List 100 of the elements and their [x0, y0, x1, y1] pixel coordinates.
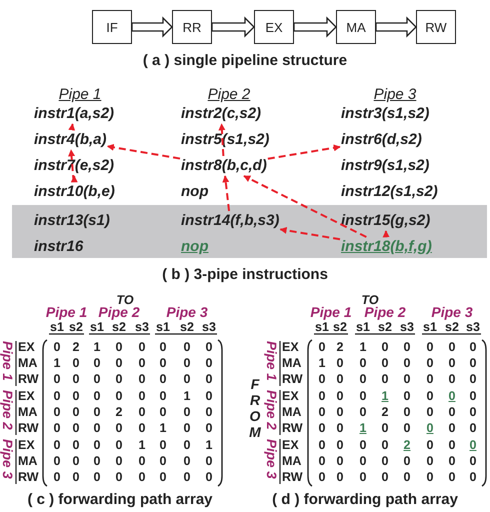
- column-label: s2: [333, 320, 347, 334]
- stage-box: MA: [336, 10, 376, 44]
- caption: ( a ) single pipeline structure: [142, 52, 348, 69]
- axis-title: TO: [361, 293, 379, 307]
- dashed-arrow: [106, 144, 180, 160]
- matrix-value: 0: [336, 372, 344, 386]
- matrix-value: 0: [184, 340, 190, 354]
- matrix-value: 0: [206, 470, 212, 484]
- matrix-value: 0: [160, 454, 166, 468]
- matrix-value: 0: [184, 438, 190, 452]
- pipe-heading: Pipe 2: [98, 305, 140, 319]
- matrix-value: 0: [360, 405, 366, 419]
- matrix-value: 0: [448, 389, 456, 403]
- instruction-label: instr1(a,s2): [34, 105, 114, 123]
- matrix-value: 0: [160, 356, 166, 370]
- matrix-value: 0: [318, 389, 326, 403]
- matrix-value: 0: [448, 421, 456, 435]
- matrix-value: 0: [404, 470, 410, 484]
- matrix-value: 0: [470, 405, 476, 419]
- matrix-value: 0: [426, 340, 434, 354]
- matrix-value: 0: [448, 340, 456, 354]
- matrix-value: 0: [138, 454, 146, 468]
- pipe-heading: Pipe 2: [264, 390, 278, 430]
- matrix-value: 0: [94, 421, 100, 435]
- instruction-label: instr6(d,s2): [341, 131, 422, 149]
- matrix-value: 0: [184, 405, 190, 419]
- instruction-label: nop: [181, 238, 208, 256]
- row-label: EX: [282, 389, 299, 403]
- column-label: s1: [156, 320, 170, 334]
- matrix-value: 0: [116, 356, 122, 370]
- pipe-heading: Pipe 3: [431, 305, 473, 319]
- row-label: MA: [18, 405, 38, 419]
- matrix-value: 0: [404, 340, 410, 354]
- matrix-value: 0: [160, 340, 166, 354]
- pipe-heading: Pipe 1: [0, 341, 14, 381]
- matrix-value: 0: [72, 356, 80, 370]
- matrix-value: 0: [382, 356, 388, 370]
- matrix-value: 0: [94, 405, 100, 419]
- matrix-value: 0: [94, 470, 100, 484]
- matrix-value: 0: [138, 372, 146, 386]
- instruction-label: instr7(e,s2): [34, 157, 114, 175]
- matrix-value: 0: [470, 372, 476, 386]
- matrix-value: 1: [54, 356, 60, 370]
- matrix-value: 0: [72, 421, 80, 435]
- matrix-value: 0: [72, 454, 80, 468]
- row-label: RW: [18, 372, 39, 386]
- stage-box: IF: [92, 10, 132, 44]
- pipe-heading: Pipe 3: [0, 439, 14, 479]
- pipe-heading: Pipe 1: [46, 305, 88, 319]
- matrix-value: 0: [382, 372, 388, 386]
- matrix-value: 0: [72, 405, 80, 419]
- dashed-arrow: [70, 175, 78, 182]
- instruction-label: instr9(s1,s2): [341, 157, 430, 175]
- row-label: EX: [282, 438, 299, 452]
- matrix-value: 0: [360, 454, 366, 468]
- stage-box: EX: [254, 10, 294, 44]
- matrix-value: 0: [404, 454, 410, 468]
- matrix-value: 0: [382, 438, 388, 452]
- matrix-value: 0: [470, 340, 476, 354]
- matrix-value: 0: [448, 470, 456, 484]
- row-label: MA: [18, 454, 38, 468]
- row-label: RW: [18, 470, 39, 484]
- matrix-value: 0: [206, 405, 212, 419]
- axis-title: TO: [116, 293, 134, 307]
- row-label: EX: [18, 389, 35, 403]
- matrix-value: 0: [448, 356, 456, 370]
- dashed-arrow: [218, 123, 226, 156]
- block-arrow: [375, 16, 417, 38]
- column-label: s2: [180, 320, 194, 334]
- matrix-value: 0: [318, 372, 326, 386]
- matrix-value: 0: [360, 356, 366, 370]
- matrix-value: 0: [318, 438, 326, 452]
- matrix-value: 0: [336, 454, 344, 468]
- dashed-arrow: [243, 175, 367, 238]
- dashed-arrow: [382, 230, 390, 238]
- matrix-value: 2: [404, 438, 410, 452]
- matrix-value: 0: [72, 470, 80, 484]
- matrix-value: 0: [360, 470, 366, 484]
- caption: ( b ) 3-pipe instructions: [162, 266, 328, 283]
- matrix-value: 0: [404, 405, 410, 419]
- instruction-label: instr15(g,s2): [341, 212, 430, 230]
- matrix-value: 0: [94, 372, 100, 386]
- matrix-value: 0: [94, 454, 100, 468]
- matrix-value: 0: [336, 356, 344, 370]
- matrix-value: 0: [382, 340, 388, 354]
- matrix-value: 0: [336, 438, 344, 452]
- matrix-value: 0: [470, 438, 476, 452]
- matrix-value: 2: [116, 405, 122, 419]
- row-label: EX: [18, 340, 35, 354]
- matrix-value: 0: [448, 372, 456, 386]
- block-arrow: [293, 16, 337, 38]
- instruction-label: instr2(c,s2): [181, 105, 262, 123]
- column-label: s2: [69, 320, 83, 334]
- column-label: s1: [315, 320, 329, 334]
- instruction-label: instr3(s1,s2): [341, 105, 430, 123]
- matrix-value: 0: [206, 372, 212, 386]
- matrix-value: 1: [94, 340, 100, 354]
- column-label: s3: [135, 320, 149, 334]
- matrix-value: 0: [160, 405, 166, 419]
- matrix-value: 2: [382, 405, 388, 419]
